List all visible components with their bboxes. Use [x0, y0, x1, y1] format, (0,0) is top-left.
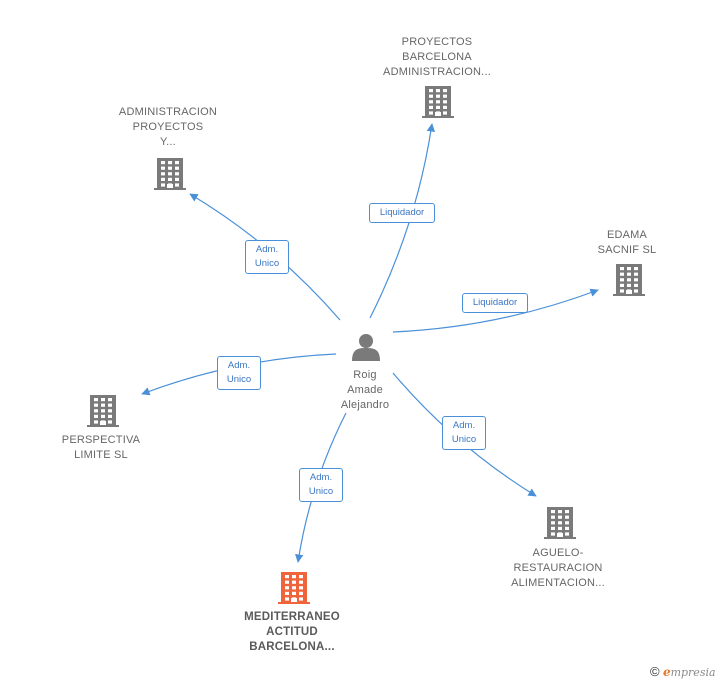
icons — [87, 86, 645, 604]
edge-label-line: Adm. — [452, 420, 476, 431]
company-label-line: BARCELONA — [402, 51, 472, 63]
company-label-line: ADMINISTRACION... — [383, 66, 491, 78]
edge-label-line: Adm. — [255, 244, 279, 255]
edge-label-line: Liquidador — [472, 297, 518, 308]
edge-label-line: Adm. — [227, 360, 251, 371]
company-label-proyectos-barcelona[interactable]: PROYECTOS BARCELONA ADMINISTRACION... — [372, 35, 502, 80]
edge-label-proyectos-barcelona[interactable]: Liquidador — [369, 203, 435, 223]
edge-proyectos-barcelona — [369, 123, 436, 319]
brand-name: mpresia — [670, 666, 716, 679]
company-label-line: PROYECTOS — [401, 36, 473, 48]
edge-label-line: Unico — [308, 486, 334, 497]
company-label-line: ALIMENTACION... — [511, 577, 605, 589]
edge-label-edama-sacnif[interactable]: Liquidador — [462, 293, 528, 313]
company-label-line: PROYECTOS — [132, 121, 204, 133]
center-person-label[interactable]: Roig Amade Alejandro — [325, 368, 405, 413]
center-label-line-3: Alejandro — [340, 399, 390, 411]
company-label-line: ACTITUD — [266, 626, 318, 638]
empresia-brand[interactable]: © empresia — [650, 664, 716, 679]
company-label-line: EDAMA — [606, 229, 648, 241]
building-icon[interactable] — [613, 264, 645, 296]
edge-label-line: Adm. — [309, 472, 333, 483]
company-label-line: Y... — [160, 136, 176, 148]
edge-label-administracion-proyectos[interactable]: Adm. Unico — [245, 240, 289, 274]
building-icon[interactable] — [278, 572, 310, 604]
edge-label-perspectiva-limite[interactable]: Adm. Unico — [217, 356, 261, 390]
company-label-line: AGUELO- — [532, 547, 584, 559]
edge-label-line: Unico — [226, 374, 252, 385]
edge-label-mediterraneo-actitud[interactable]: Adm. Unico — [299, 468, 343, 502]
company-label-line: LIMITE SL — [74, 449, 128, 461]
center-label-line-2: Amade — [347, 384, 383, 396]
company-label-administracion-proyectos[interactable]: ADMINISTRACION PROYECTOS Y... — [108, 105, 228, 150]
edge-label-line: Liquidador — [379, 207, 425, 218]
company-label-aguelo-restauracion[interactable]: AGUELO- RESTAURACION ALIMENTACION... — [498, 546, 618, 591]
brand-initial: e — [662, 665, 671, 679]
company-label-mediterraneo-actitud[interactable]: MEDITERRANEO ACTITUD BARCELONA... — [232, 610, 352, 655]
edge-edama-sacnif — [392, 288, 599, 333]
person-icon[interactable] — [352, 334, 380, 361]
company-label-line: SACNIF SL — [597, 244, 657, 256]
company-label-perspectiva-limite[interactable]: PERSPECTIVA LIMITE SL — [51, 433, 151, 463]
building-icon[interactable] — [154, 158, 186, 190]
building-icon[interactable] — [422, 86, 454, 118]
company-label-line: BARCELONA... — [249, 641, 335, 653]
building-icon[interactable] — [87, 395, 119, 427]
company-label-edama-sacnif[interactable]: EDAMA SACNIF SL — [582, 228, 672, 258]
edge-label-aguelo-restauracion[interactable]: Adm. Unico — [442, 416, 486, 450]
company-label-line: ADMINISTRACION — [118, 106, 218, 118]
edge-label-line: Unico — [451, 434, 477, 445]
building-icon[interactable] — [544, 507, 576, 539]
company-label-line: MEDITERRANEO — [244, 611, 340, 623]
copyright-symbol: © — [650, 664, 660, 679]
edge-label-line: Unico — [254, 258, 280, 269]
center-label-line-1: Roig — [353, 369, 377, 381]
company-label-line: PERSPECTIVA — [61, 434, 141, 446]
company-label-line: RESTAURACION — [513, 562, 603, 574]
